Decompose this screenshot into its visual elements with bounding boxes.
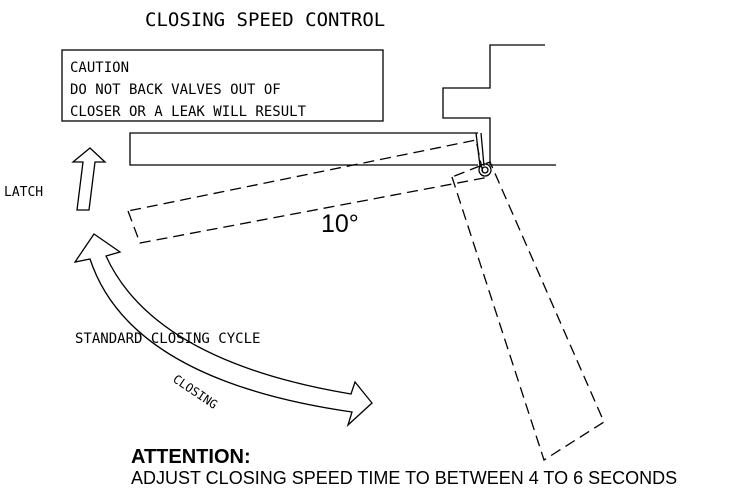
caution-line-1: DO NOT BACK VALVES OUT OF [70,82,281,98]
attention-title: ATTENTION: [131,446,251,468]
door-closed-position [129,132,478,166]
door-open-position [451,161,605,461]
standard-closing-cycle-label: STANDARD CLOSING CYCLE [75,331,260,347]
up-arrow-icon [71,147,107,211]
angle-label: 10° [321,210,359,238]
caution-box: CAUTION DO NOT BACK VALVES OUT OF CLOSER… [61,49,384,122]
diagram-title: CLOSING SPEED CONTROL [145,9,385,31]
door-frame [442,44,545,165]
caution-box-border [61,49,384,122]
closing-label: CLOSING [170,372,220,412]
caution-heading: CAUTION [70,60,129,76]
hinge-pivot-icon [475,132,492,177]
caution-line-2: CLOSER OR A LEAK WILL RESULT [70,104,307,120]
curved-arrow-icon [73,233,373,428]
latch-label: LATCH [4,185,43,200]
attention-text: ADJUST CLOSING SPEED TIME TO BETWEEN 4 T… [131,468,678,488]
door-ten-degree-position [127,139,485,244]
